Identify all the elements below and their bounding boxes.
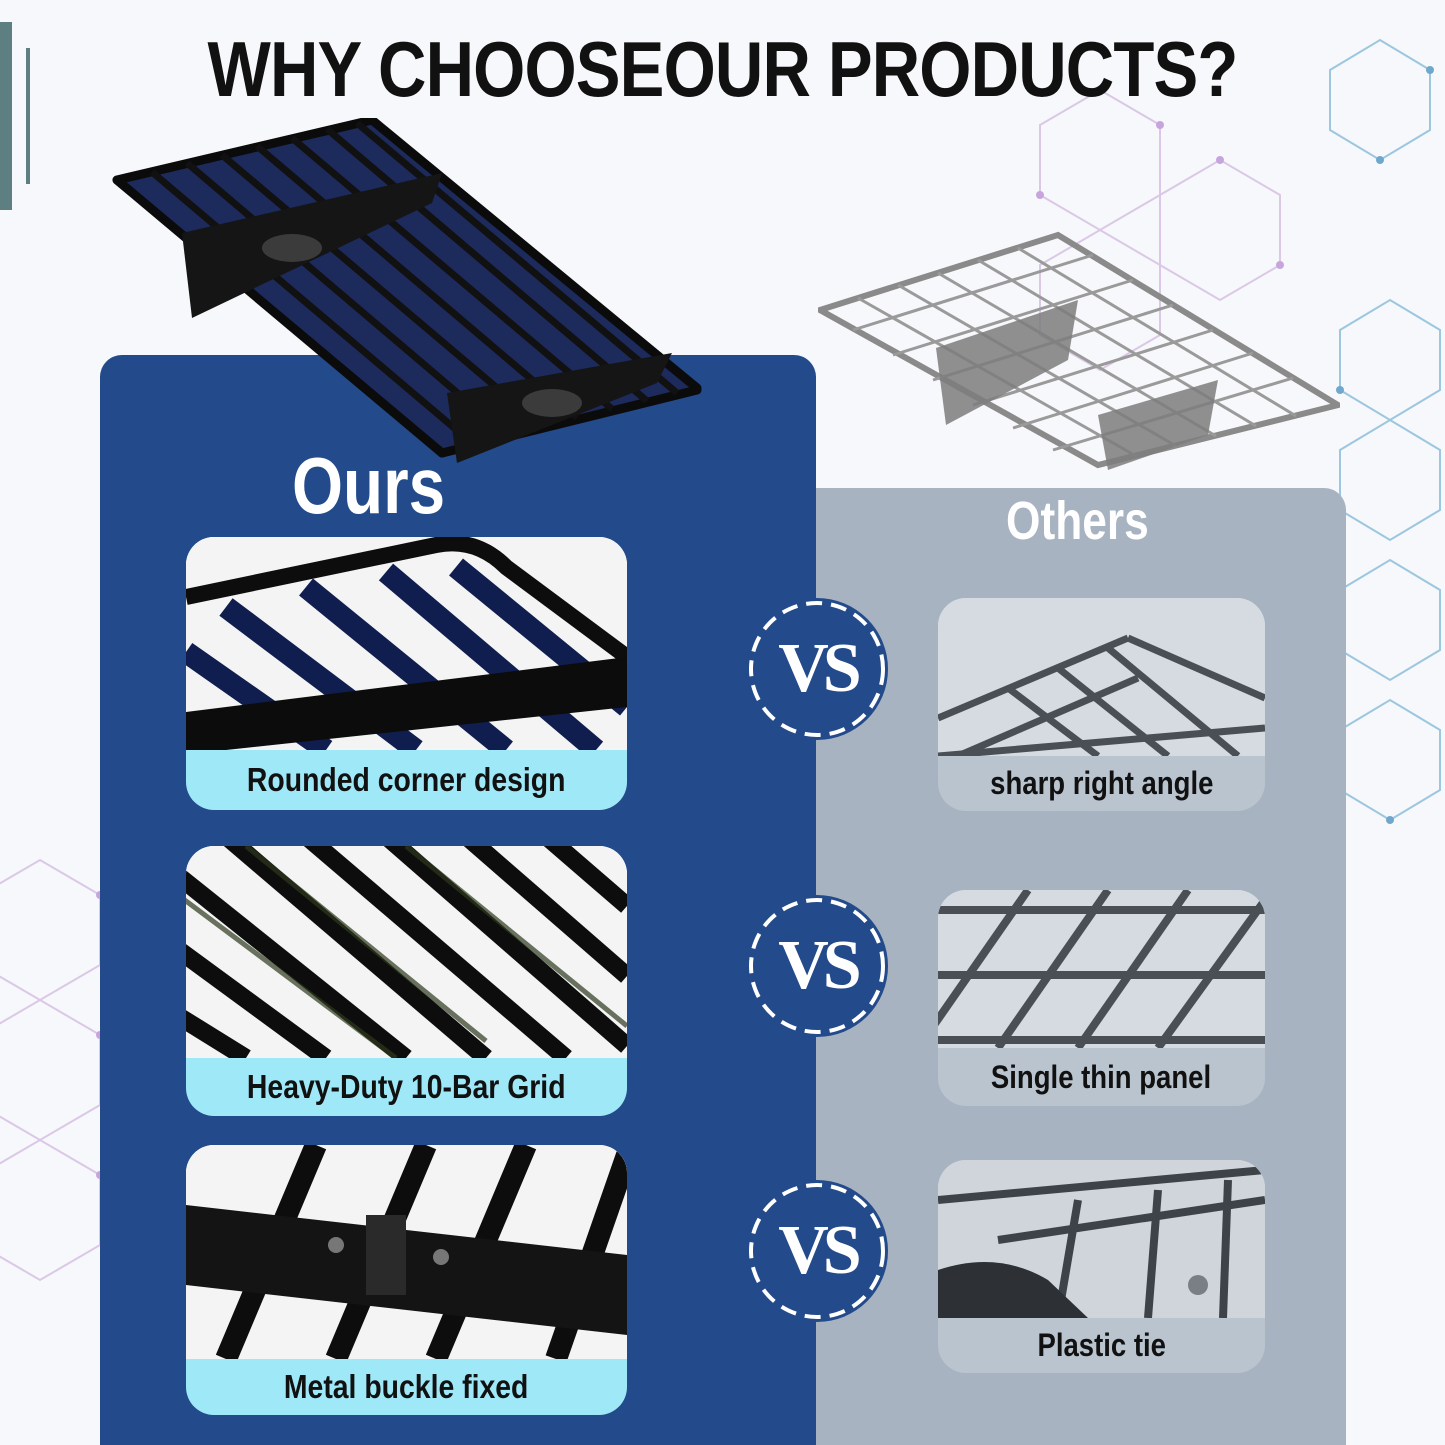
feature-caption: sharp right angle [989, 765, 1214, 801]
ours-shelf-image [112, 118, 702, 463]
metal-buckle-image [186, 1145, 627, 1359]
sharp-angle-image [938, 598, 1265, 756]
feature-caption: Rounded corner design [247, 761, 566, 798]
vs-badge: VS [746, 598, 888, 740]
accent-line [26, 48, 30, 184]
plastic-tie-image [938, 1160, 1265, 1318]
rounded-corner-image [186, 537, 627, 750]
others-title: Others [1006, 491, 1149, 551]
vs-label: VS [778, 927, 861, 1004]
vs-badge: VS [746, 895, 888, 1037]
accent-bar [0, 22, 12, 210]
page-title: WHY CHOOSEOUR PRODUCTS? [207, 25, 1239, 113]
ours-feature-card: Metal buckle fixed [186, 1145, 627, 1415]
others-shelf-image [818, 231, 1340, 470]
others-feature-card: sharp right angle [938, 598, 1265, 811]
feature-caption: Heavy-Duty 10-Bar Grid [247, 1068, 566, 1105]
ours-feature-card: Heavy-Duty 10-Bar Grid [186, 846, 627, 1116]
ours-feature-card: Rounded corner design [186, 537, 627, 810]
vs-label: VS [778, 630, 861, 707]
thin-panel-image [938, 890, 1265, 1048]
feature-caption: Plastic tie [1037, 1327, 1166, 1363]
feature-caption: Metal buckle fixed [284, 1368, 529, 1405]
feature-caption: Single thin panel [991, 1058, 1212, 1095]
vs-label: VS [778, 1212, 861, 1289]
bar-grid-image [186, 846, 627, 1058]
others-feature-card: Plastic tie [938, 1160, 1265, 1373]
vs-badge: VS [746, 1180, 888, 1322]
ours-title: Ours [292, 441, 446, 530]
others-feature-card: Single thin panel [938, 890, 1265, 1106]
